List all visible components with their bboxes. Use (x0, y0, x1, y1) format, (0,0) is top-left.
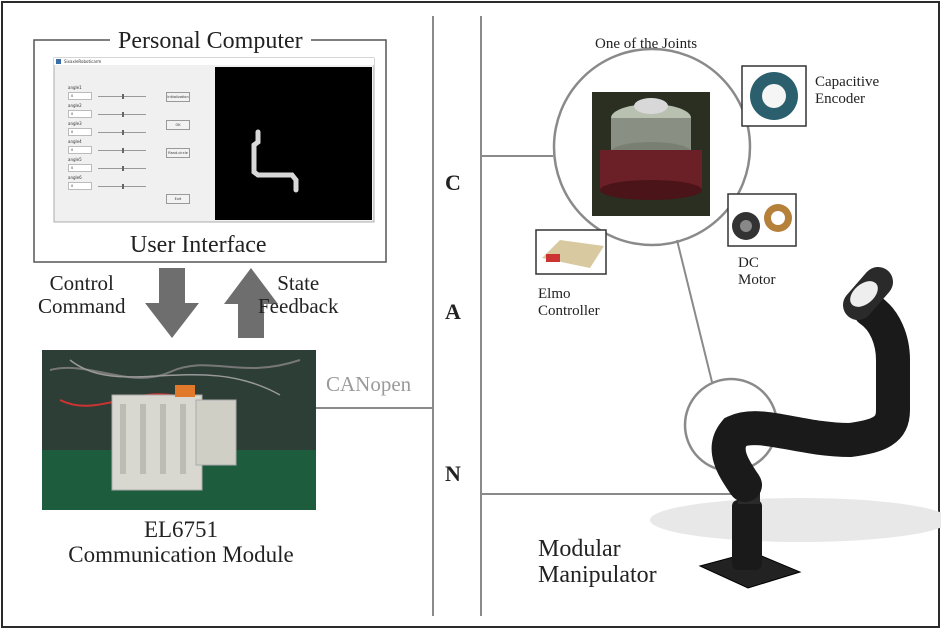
state-feedback-line2: Feedback (258, 294, 339, 319)
manipulator-drawing (650, 267, 941, 589)
angle6-input[interactable]: 0 (68, 182, 92, 190)
elmo-label: Elmo Controller (538, 286, 600, 319)
control-command-line2: Command (38, 294, 126, 319)
manipulator-line2: Manipulator (538, 562, 657, 589)
robot-preview (251, 129, 299, 193)
angle2-label: angle2 (68, 103, 82, 108)
state-feedback-line1: State (277, 271, 320, 295)
encoder-label: Capacitive Encoder (815, 74, 879, 107)
angle5-slider[interactable] (98, 166, 146, 171)
el6751-photo (42, 350, 316, 510)
exit-button[interactable]: Exit (166, 194, 190, 204)
can-letter-n: N (445, 461, 461, 486)
dc-motor-line1: DC (738, 255, 759, 271)
angle2-slider[interactable] (98, 112, 146, 117)
angle3-input[interactable]: 0 (68, 128, 92, 136)
canopen-label: CANopen (326, 372, 412, 396)
angle1-input[interactable]: 0 (68, 92, 92, 100)
el6751-line1: EL6751 (143, 517, 219, 542)
manipulator-line1: Modular (538, 536, 621, 562)
angle6-slider[interactable] (98, 184, 146, 189)
el6751-line2: Communication Module (68, 542, 294, 568)
control-command-label: Control Command (38, 271, 126, 319)
angle6-label: angle6 (68, 175, 82, 180)
ui-label: User Interface (130, 232, 267, 258)
control-command-line1: Control (49, 271, 114, 295)
joint-magnifier (552, 47, 752, 247)
angle3-slider[interactable] (98, 130, 146, 135)
elmo-photo (535, 229, 607, 275)
angle1-label: angle1 (68, 85, 82, 90)
ui-window-title: SixaxleRoboticarm (64, 59, 102, 64)
angle1-slider[interactable] (98, 94, 146, 99)
dc-motor-label: DC Motor (738, 255, 776, 288)
ok-button[interactable]: OK (166, 120, 190, 130)
can-letter-c: C (445, 170, 461, 195)
zoom-line (676, 239, 713, 383)
3d-view-panel (215, 67, 372, 220)
pc-title: Personal Computer (110, 28, 311, 55)
initialization-button[interactable]: Initialization (166, 92, 190, 102)
state-feedback-arrow (224, 268, 278, 338)
manipulator-label: Modular Manipulator (538, 536, 657, 589)
control-command-arrow (145, 268, 199, 338)
dc-motor-photo (727, 193, 797, 247)
angle5-input[interactable]: 0 (68, 164, 92, 172)
rand-circle-button[interactable]: Rand-circle (166, 148, 190, 158)
dc-motor-line2: Motor (738, 271, 776, 288)
can-letter-a: A (445, 299, 461, 324)
angle4-input[interactable]: 0 (68, 146, 92, 154)
encoder-line1: Capacitive (815, 74, 880, 90)
angle2-input[interactable]: 0 (68, 110, 92, 118)
angle4-label: angle4 (68, 139, 82, 144)
elmo-line2: Controller (538, 302, 600, 319)
angle4-slider[interactable] (98, 148, 146, 153)
joint-photo (592, 92, 710, 216)
joints-label: One of the Joints (595, 36, 698, 52)
angle3-label: angle3 (68, 121, 82, 126)
encoder-photo (741, 65, 807, 127)
encoder-line2: Encoder (815, 90, 865, 107)
state-feedback-label: State Feedback (258, 271, 339, 319)
angle5-label: angle5 (68, 157, 82, 162)
elmo-line1: Elmo (538, 286, 571, 302)
el6751-label: EL6751 Communication Module (50, 517, 312, 568)
ui-screenshot (53, 57, 375, 223)
